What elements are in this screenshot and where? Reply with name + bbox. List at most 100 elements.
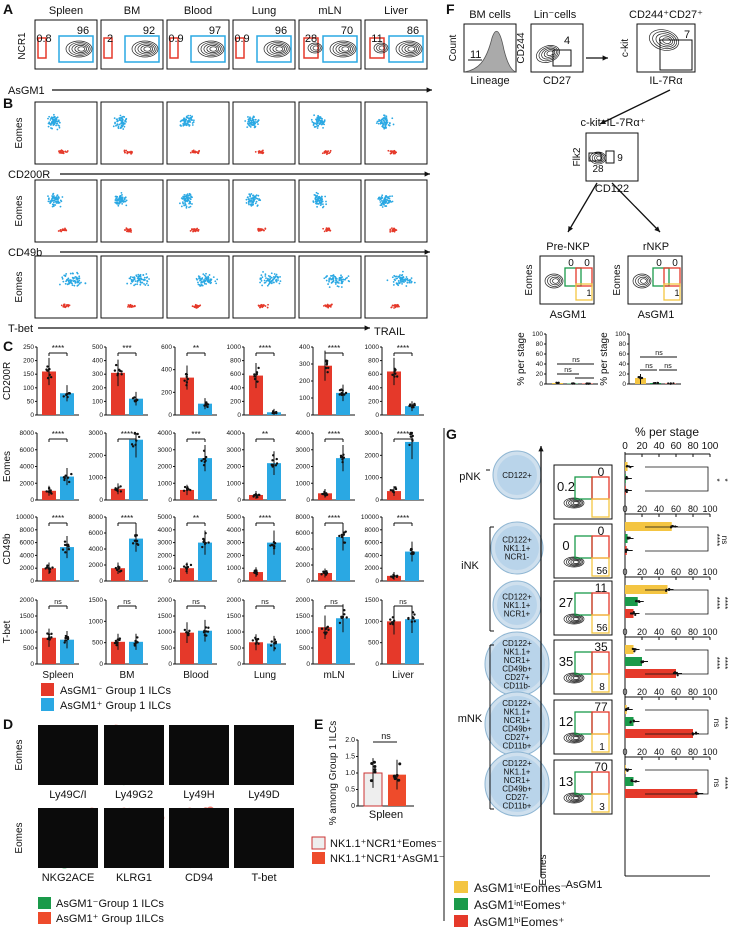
blue-dot [121, 196, 124, 199]
data-point-c [408, 403, 412, 406]
data-point-c [202, 449, 206, 452]
y-tick-label-c: 500 [368, 640, 379, 647]
blue-dot [388, 200, 391, 203]
blue-dot [413, 281, 416, 284]
y-tick-label-c: 10000 [16, 514, 34, 521]
blue-dot [398, 275, 401, 278]
blue-dot [124, 196, 127, 199]
blue-dot [65, 280, 67, 283]
blue-dot [261, 276, 264, 279]
blue-dot [249, 116, 251, 119]
contour-a-3-ring [275, 46, 284, 52]
data-point-c [410, 620, 414, 624]
sig-label-g: ns [712, 779, 721, 787]
blue-dot [275, 279, 277, 282]
y-tick-label-f: 0 [622, 381, 626, 388]
blue-dot [121, 202, 124, 205]
red-dot [322, 227, 325, 230]
blue-dot [148, 278, 150, 280]
blue-dot [183, 194, 186, 196]
y-tick-label-c: 4000 [20, 464, 35, 471]
cell-marker-4-5: CD11b+ [503, 741, 532, 750]
blue-dot [68, 279, 71, 281]
data-point-c [275, 411, 278, 415]
blue-dot [179, 120, 182, 123]
red-dot [64, 227, 66, 230]
blue-dot [118, 118, 121, 121]
g-top-tick-label: 60 [670, 441, 682, 452]
blue-dot [210, 281, 212, 284]
data-point-c [134, 443, 137, 447]
contour-a-5-ring [407, 46, 416, 52]
data-point-c [409, 435, 413, 438]
blue-dot [392, 284, 395, 286]
blue-dot [47, 117, 49, 120]
blue-dot [317, 199, 319, 201]
data-point-f [585, 382, 588, 385]
blue-dot [386, 279, 389, 282]
blue-value-a-3: 96 [275, 25, 287, 37]
red-dot [192, 149, 195, 152]
bar-g [625, 669, 676, 678]
red-gate-a-1 [103, 37, 113, 59]
contour-a-3-ring [263, 40, 291, 58]
red-dot [189, 151, 192, 154]
blue-dot [270, 276, 273, 279]
blue-dot [195, 277, 198, 280]
blue-dot [58, 126, 61, 129]
blue-dot [334, 277, 337, 280]
blue-dot [181, 201, 184, 204]
cell-marker-3-5: CD11b- [504, 681, 531, 690]
data-point-g [630, 612, 633, 615]
facs-plot-b-1-0 [34, 179, 98, 243]
f-count-label: Count [448, 34, 459, 61]
blue-gate-a-1 [124, 35, 160, 63]
data-point-c [413, 402, 416, 406]
data-point-c [45, 490, 48, 493]
bar-c-pos [129, 439, 143, 500]
data-point-c [189, 563, 193, 567]
contour-a2-4-ring [310, 44, 321, 52]
legend-label-c-1: AsGM1⁺ Group 1 ILCs [60, 700, 171, 712]
facs-plot-b-0-4 [298, 101, 362, 165]
y-tick-label-c: 150 [23, 371, 34, 378]
legend-swatch-neg [41, 683, 54, 696]
y-tick-label-f: 80 [536, 341, 544, 348]
red-dot [323, 230, 326, 233]
blue-dot [183, 199, 186, 202]
blue-value-a-0: 96 [77, 25, 89, 37]
y-tick-label-c: 400 [299, 344, 310, 351]
blue-dot [137, 273, 140, 276]
g-bar-tick-label: 20 [637, 747, 647, 757]
blue-dot [316, 205, 318, 208]
bar-c-pos [198, 403, 212, 415]
red-dot [323, 305, 325, 307]
blue-dot [378, 118, 380, 121]
blue-dot [139, 281, 142, 284]
f-lin-value: 4 [564, 35, 570, 47]
y-tick-label-c: 1000 [296, 480, 311, 487]
y-tick-label-c: 4000 [20, 552, 35, 559]
data-point-c [271, 459, 274, 462]
heatmap-d-1-1-bg [104, 808, 164, 868]
stage-label-mnk: mNK [458, 713, 483, 725]
blue-dot [64, 275, 67, 278]
sig-label-c: **** [52, 344, 64, 353]
data-point-c [342, 456, 346, 459]
f-flk2-label: Flk2 [572, 147, 583, 166]
data-point-c [46, 369, 49, 372]
data-point-f [656, 381, 660, 385]
red-dot [61, 151, 64, 154]
blue-gate-a-0 [58, 35, 94, 63]
contour-a-3-ring [272, 45, 286, 53]
bar-c-pos [267, 463, 281, 500]
red-dot [123, 150, 126, 153]
bar-g [625, 585, 668, 594]
red-dot [329, 149, 332, 152]
y-tick-label-c: 600 [230, 371, 241, 378]
y-tick-label-c: 200 [92, 385, 103, 392]
data-point-c [137, 435, 141, 439]
g-green-value-2: 27 [559, 595, 573, 610]
blue-dot [403, 278, 406, 281]
y-tick-label-c: 8000 [20, 527, 35, 534]
